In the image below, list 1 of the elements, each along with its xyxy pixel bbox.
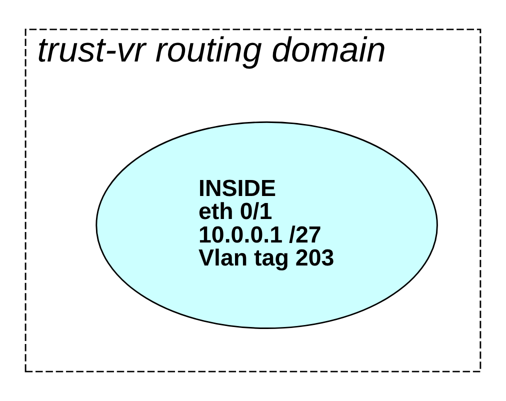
node-ellipse: INSIDE eth 0/1 10.0.0.1 /27 Vlan tag 203 bbox=[96, 121, 438, 329]
